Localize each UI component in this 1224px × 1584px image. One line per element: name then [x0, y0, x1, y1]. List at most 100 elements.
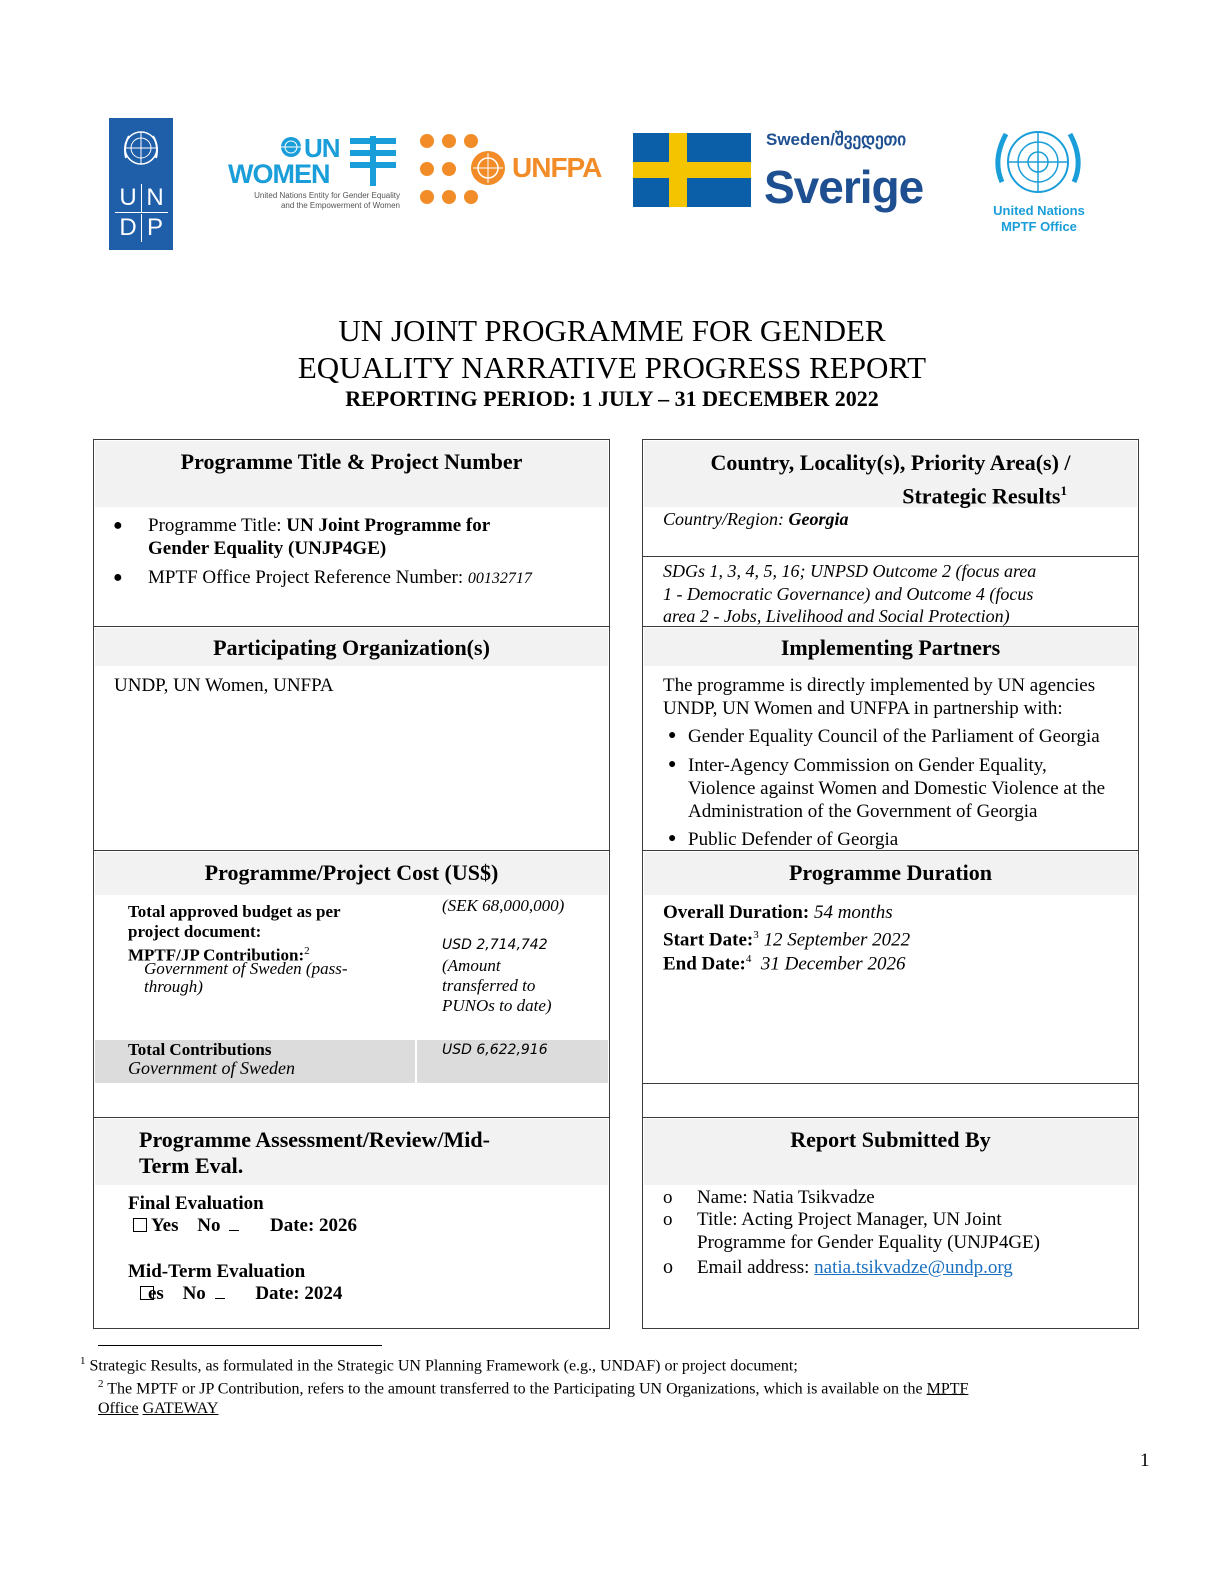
project-reference: MPTF Office Project Reference Number: 00…: [148, 566, 598, 590]
report-title-line: UN JOINT PROGRAMME FOR GENDER: [338, 313, 886, 348]
footnote-text: The MPTF or JP Contribution, refers to t…: [103, 1380, 927, 1398]
budget-label-line: project document:: [128, 922, 262, 941]
footnote-number: 1: [80, 1355, 86, 1367]
programme-title: Programme Title: UN Joint Programme for …: [148, 514, 598, 560]
reporting-period: REPORTING PERIOD: 1 JULY – 31 DECEMBER 2…: [345, 386, 879, 411]
bullet-icon: ●: [668, 831, 677, 846]
footnote-ref: 4: [745, 953, 752, 965]
implementing-intro-line: The programme is directly implemented by…: [663, 675, 1096, 696]
submitter-title: Title: Acting Project Manager, UN Joint …: [697, 1208, 1127, 1254]
un-emblem-icon: [995, 131, 1081, 193]
project-reference-value: 00132717: [467, 570, 532, 587]
unfpa-dot-icon: [420, 162, 434, 176]
government-note-line: through): [144, 977, 203, 996]
total-contributions-row: [95, 1040, 608, 1083]
unfpa-dot-icon: [464, 134, 478, 148]
submitter-name: Name: Natia Tsikvadze: [697, 1187, 875, 1208]
government-note-line: Government of Sweden (pass-: [144, 959, 348, 978]
country-label: Country/Region:: [663, 509, 789, 529]
section-header: Country, Locality(s), Priority Area(s) /…: [644, 441, 1137, 509]
divider: [93, 1117, 610, 1118]
partner-item: Gender Equality Council of the Parliamen…: [688, 726, 1100, 747]
footnote-ref: 2: [304, 945, 310, 957]
section-header: Programme Title & Project Number: [95, 441, 608, 507]
sweden-flag-icon: [633, 133, 751, 207]
partner-item-line: Inter-Agency Commission on Gender Equali…: [688, 755, 1047, 776]
implementing-intro-line: UNDP, UN Women and UNFPA in partnership …: [663, 698, 1063, 719]
email-link[interactable]: natia.tsikvadze@undp.org: [814, 1257, 1013, 1278]
mid-yes-checkbox[interactable]: [140, 1286, 154, 1300]
section-header-line: Term Eval.: [139, 1153, 244, 1178]
partner-item: Public Defender of Georgia: [688, 829, 899, 850]
footnote-ref: 3: [753, 929, 759, 941]
sweden-label: Sweden/შვედეთი: [766, 130, 907, 149]
bullet-icon: ●: [668, 728, 677, 743]
undp-letters: U N D P: [113, 184, 169, 246]
section-header: Programme Duration: [644, 852, 1137, 895]
undp-letter: P: [146, 214, 163, 241]
unfpa-dot-icon: [420, 134, 434, 148]
mptf-gateway-link[interactable]: MPTF: [926, 1380, 969, 1398]
budget-value: (SEK 68,000,000): [442, 896, 565, 915]
divider: [642, 626, 1139, 627]
overall-duration-value: 54 months: [813, 902, 893, 923]
footnote-separator: [98, 1345, 382, 1346]
footnote-number: 2: [98, 1378, 104, 1390]
section-header: Participating Organization(s): [95, 628, 608, 666]
list-marker-icon: o: [663, 1256, 673, 1278]
un-women-logo: UN WOMEN United Nations Entity for Gende…: [228, 133, 400, 213]
un-emblem-icon: [281, 137, 301, 157]
partner-item: Inter-Agency Commission on Gender Equali…: [688, 754, 1134, 823]
partner-item-line: Administration of the Government of Geor…: [688, 801, 1038, 822]
page-number: 1: [1140, 1450, 1150, 1471]
unfpa-dot-icon: [442, 134, 456, 148]
un-women-tagline: United Nations Entity for Gender Equalit…: [228, 191, 400, 211]
mptf-contribution-value: USD 2,714,742: [442, 937, 548, 953]
overall-duration-label: Overall Duration:: [663, 902, 814, 923]
un-emblem-icon: [471, 151, 505, 185]
email-label: Email address:: [697, 1257, 815, 1278]
strategic-results-line: area 2 - Jobs, Livelihood and Social Pro…: [663, 606, 1010, 626]
final-evaluation-date: Date: 2026: [269, 1215, 358, 1236]
implementing-intro: The programme is directly implemented by…: [663, 674, 1133, 720]
divider: [93, 626, 610, 627]
bullet-icon: ●: [113, 517, 123, 534]
start-date-label: Start Date:: [663, 929, 754, 951]
sverige-logo-text: Sverige: [764, 161, 924, 213]
footnote-text: Strategic Results, as formulated in the …: [85, 1357, 798, 1375]
section-header: Implementing Partners: [644, 628, 1137, 666]
final-yes-checkbox[interactable]: [133, 1218, 147, 1232]
section-header-text: Strategic Results: [902, 483, 1061, 509]
footnote-2: 2 The MPTF or JP Contribution, refers to…: [98, 1374, 1098, 1419]
unfpa-text: UNFPA: [512, 152, 602, 183]
final-no-checkbox[interactable]: [229, 1220, 240, 1231]
total-contributions-donor: Government of Sweden: [128, 1058, 295, 1078]
submitter-title-line: Programme for Gender Equality (UNJP4GE): [697, 1232, 1040, 1253]
start-date: Start Date:3 12 September 2022: [663, 924, 1133, 951]
mid-yes-label: es: [148, 1283, 164, 1304]
mid-term-evaluation-label: Mid-Term Evaluation: [128, 1261, 306, 1282]
cell-separator: [415, 1040, 417, 1083]
left-info-panel: [93, 439, 610, 1329]
un-emblem-icon: [124, 131, 158, 165]
mptf-contribution-label: MPTF/JP Contribution:2: [128, 941, 310, 966]
footnote-ref: 1: [1060, 483, 1068, 498]
section-header-line: Country, Locality(s), Priority Area(s) /: [710, 450, 1071, 475]
undp-letter: N: [142, 184, 168, 213]
divider: [642, 1117, 1139, 1118]
section-header: Programme/Project Cost (US$): [95, 852, 608, 895]
undp-logo: U N D P: [109, 118, 173, 250]
unfpa-dot-icon: [420, 190, 434, 204]
bullet-icon: ●: [668, 757, 677, 772]
government-of-sweden-note: Government of Sweden (pass- through): [144, 960, 384, 996]
divider: [642, 556, 1139, 557]
strategic-results: SDGs 1, 3, 4, 5, 16; UNPSD Outcome 2 (fo…: [663, 560, 1133, 628]
country-region: Country/Region: Georgia: [663, 509, 848, 530]
mptf-gateway-link[interactable]: Office: [98, 1400, 139, 1418]
unfpa-dot-icon: [442, 190, 456, 204]
unfpa-logo: UNFPA: [418, 130, 602, 212]
final-no-label: No: [197, 1215, 221, 1236]
mid-no-checkbox[interactable]: [214, 1288, 225, 1299]
mptf-gateway-link[interactable]: GATEWAY: [142, 1400, 219, 1418]
list-marker-icon: o: [663, 1209, 673, 1230]
